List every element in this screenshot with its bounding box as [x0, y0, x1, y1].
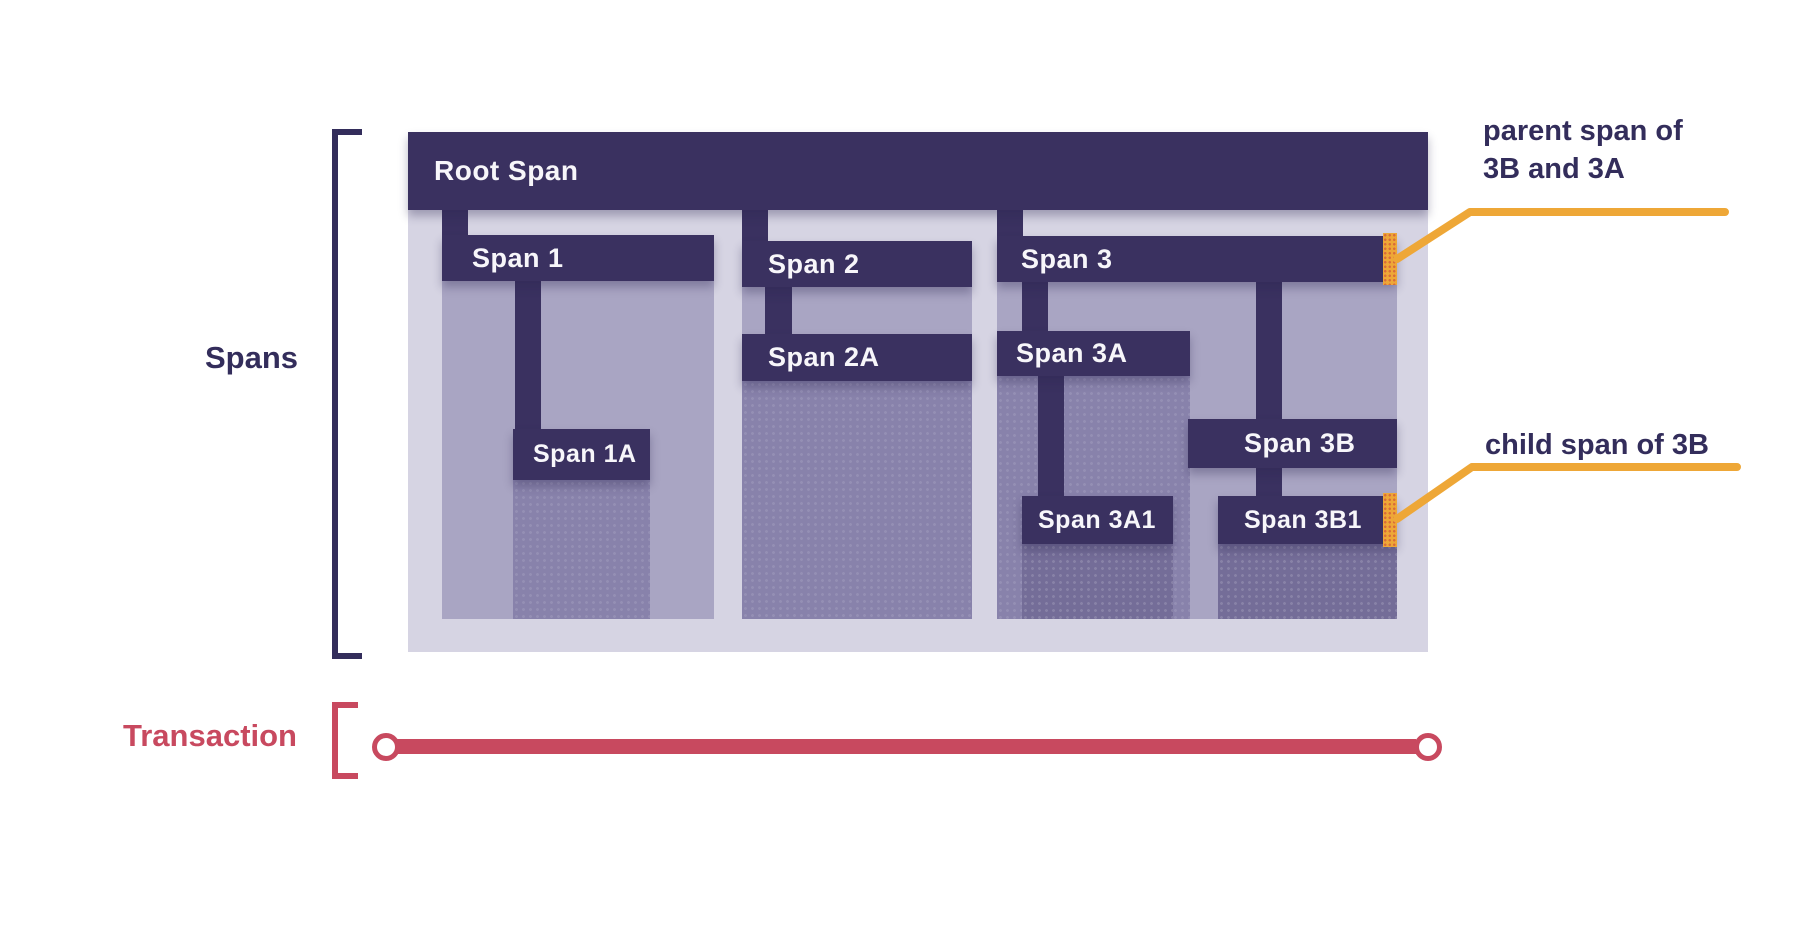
connector-root-to-span3: [997, 210, 1023, 236]
spans-bracket: [332, 129, 362, 659]
span1a-bar-label: Span 1A: [533, 440, 637, 468]
transaction-start-circle: [372, 733, 400, 761]
span3a1-body: [1022, 544, 1173, 619]
span1-bar-label: Span 1: [472, 242, 564, 273]
parent-annotation-line2: 3B and 3A: [1483, 153, 1625, 185]
connector-span3-to-span3b: [1256, 282, 1282, 419]
span2a-body: [742, 381, 972, 619]
root-span-bar: Root Span: [408, 132, 1428, 210]
span3b1-body: [1218, 544, 1397, 619]
transaction-label: Transaction: [123, 718, 297, 753]
child-annotation-text: child span of 3B: [1485, 429, 1709, 461]
span2a-bar-label: Span 2A: [768, 342, 880, 372]
connector-span2-to-span2a: [765, 287, 792, 334]
span3-highlight-marker: [1383, 233, 1397, 285]
transaction-bracket: [332, 702, 358, 779]
trace-diagram-container: Root Span Span 1 Span 2 Span 3 Span 2A S…: [408, 132, 1441, 667]
span3b1-highlight-marker: [1383, 493, 1397, 547]
connector-root-to-span1: [442, 210, 468, 235]
child-annotation-line: [1393, 463, 1741, 523]
span3a-bar-label: Span 3A: [1016, 338, 1128, 368]
span3b-bar: Span 3B: [1188, 419, 1397, 468]
connector-root-to-span2: [742, 210, 768, 241]
spans-label: Spans: [204, 340, 298, 375]
span3-bar-label: Span 3: [1021, 243, 1113, 274]
span3a1-bar: Span 3A1: [1022, 496, 1173, 544]
transaction-timeline: [397, 739, 1416, 754]
span1a-body: [513, 480, 650, 619]
span1a-bar: Span 1A: [513, 429, 650, 480]
span3-bar: Span 3: [997, 233, 1397, 285]
span2-bar-label: Span 2: [768, 248, 860, 279]
span3b-bar-label: Span 3B: [1244, 428, 1356, 458]
parent-annotation-line: [1393, 208, 1729, 263]
transaction-end-circle: [1414, 733, 1442, 761]
span3a1-bar-label: Span 3A1: [1038, 505, 1156, 534]
parent-annotation-text: parent span of 3B and 3A: [1483, 112, 1683, 188]
parent-annotation-line1: parent span of: [1483, 115, 1683, 147]
connector-span3b-to-span3b1: [1256, 468, 1282, 496]
span3a-bar: Span 3A: [997, 331, 1190, 376]
root-span-bar-label: Root Span: [434, 155, 579, 186]
connector-span1-to-span1a: [515, 281, 541, 429]
connector-span3-to-span3a: [1022, 282, 1048, 331]
connector-span3a-to-span3a1: [1038, 376, 1064, 496]
span1-bar: Span 1: [442, 235, 714, 281]
span3b1-bar-label: Span 3B1: [1244, 505, 1362, 534]
span3b1-bar: Span 3B1: [1218, 493, 1397, 547]
span2-bar: Span 2: [742, 241, 972, 287]
span2a-bar: Span 2A: [742, 334, 972, 381]
